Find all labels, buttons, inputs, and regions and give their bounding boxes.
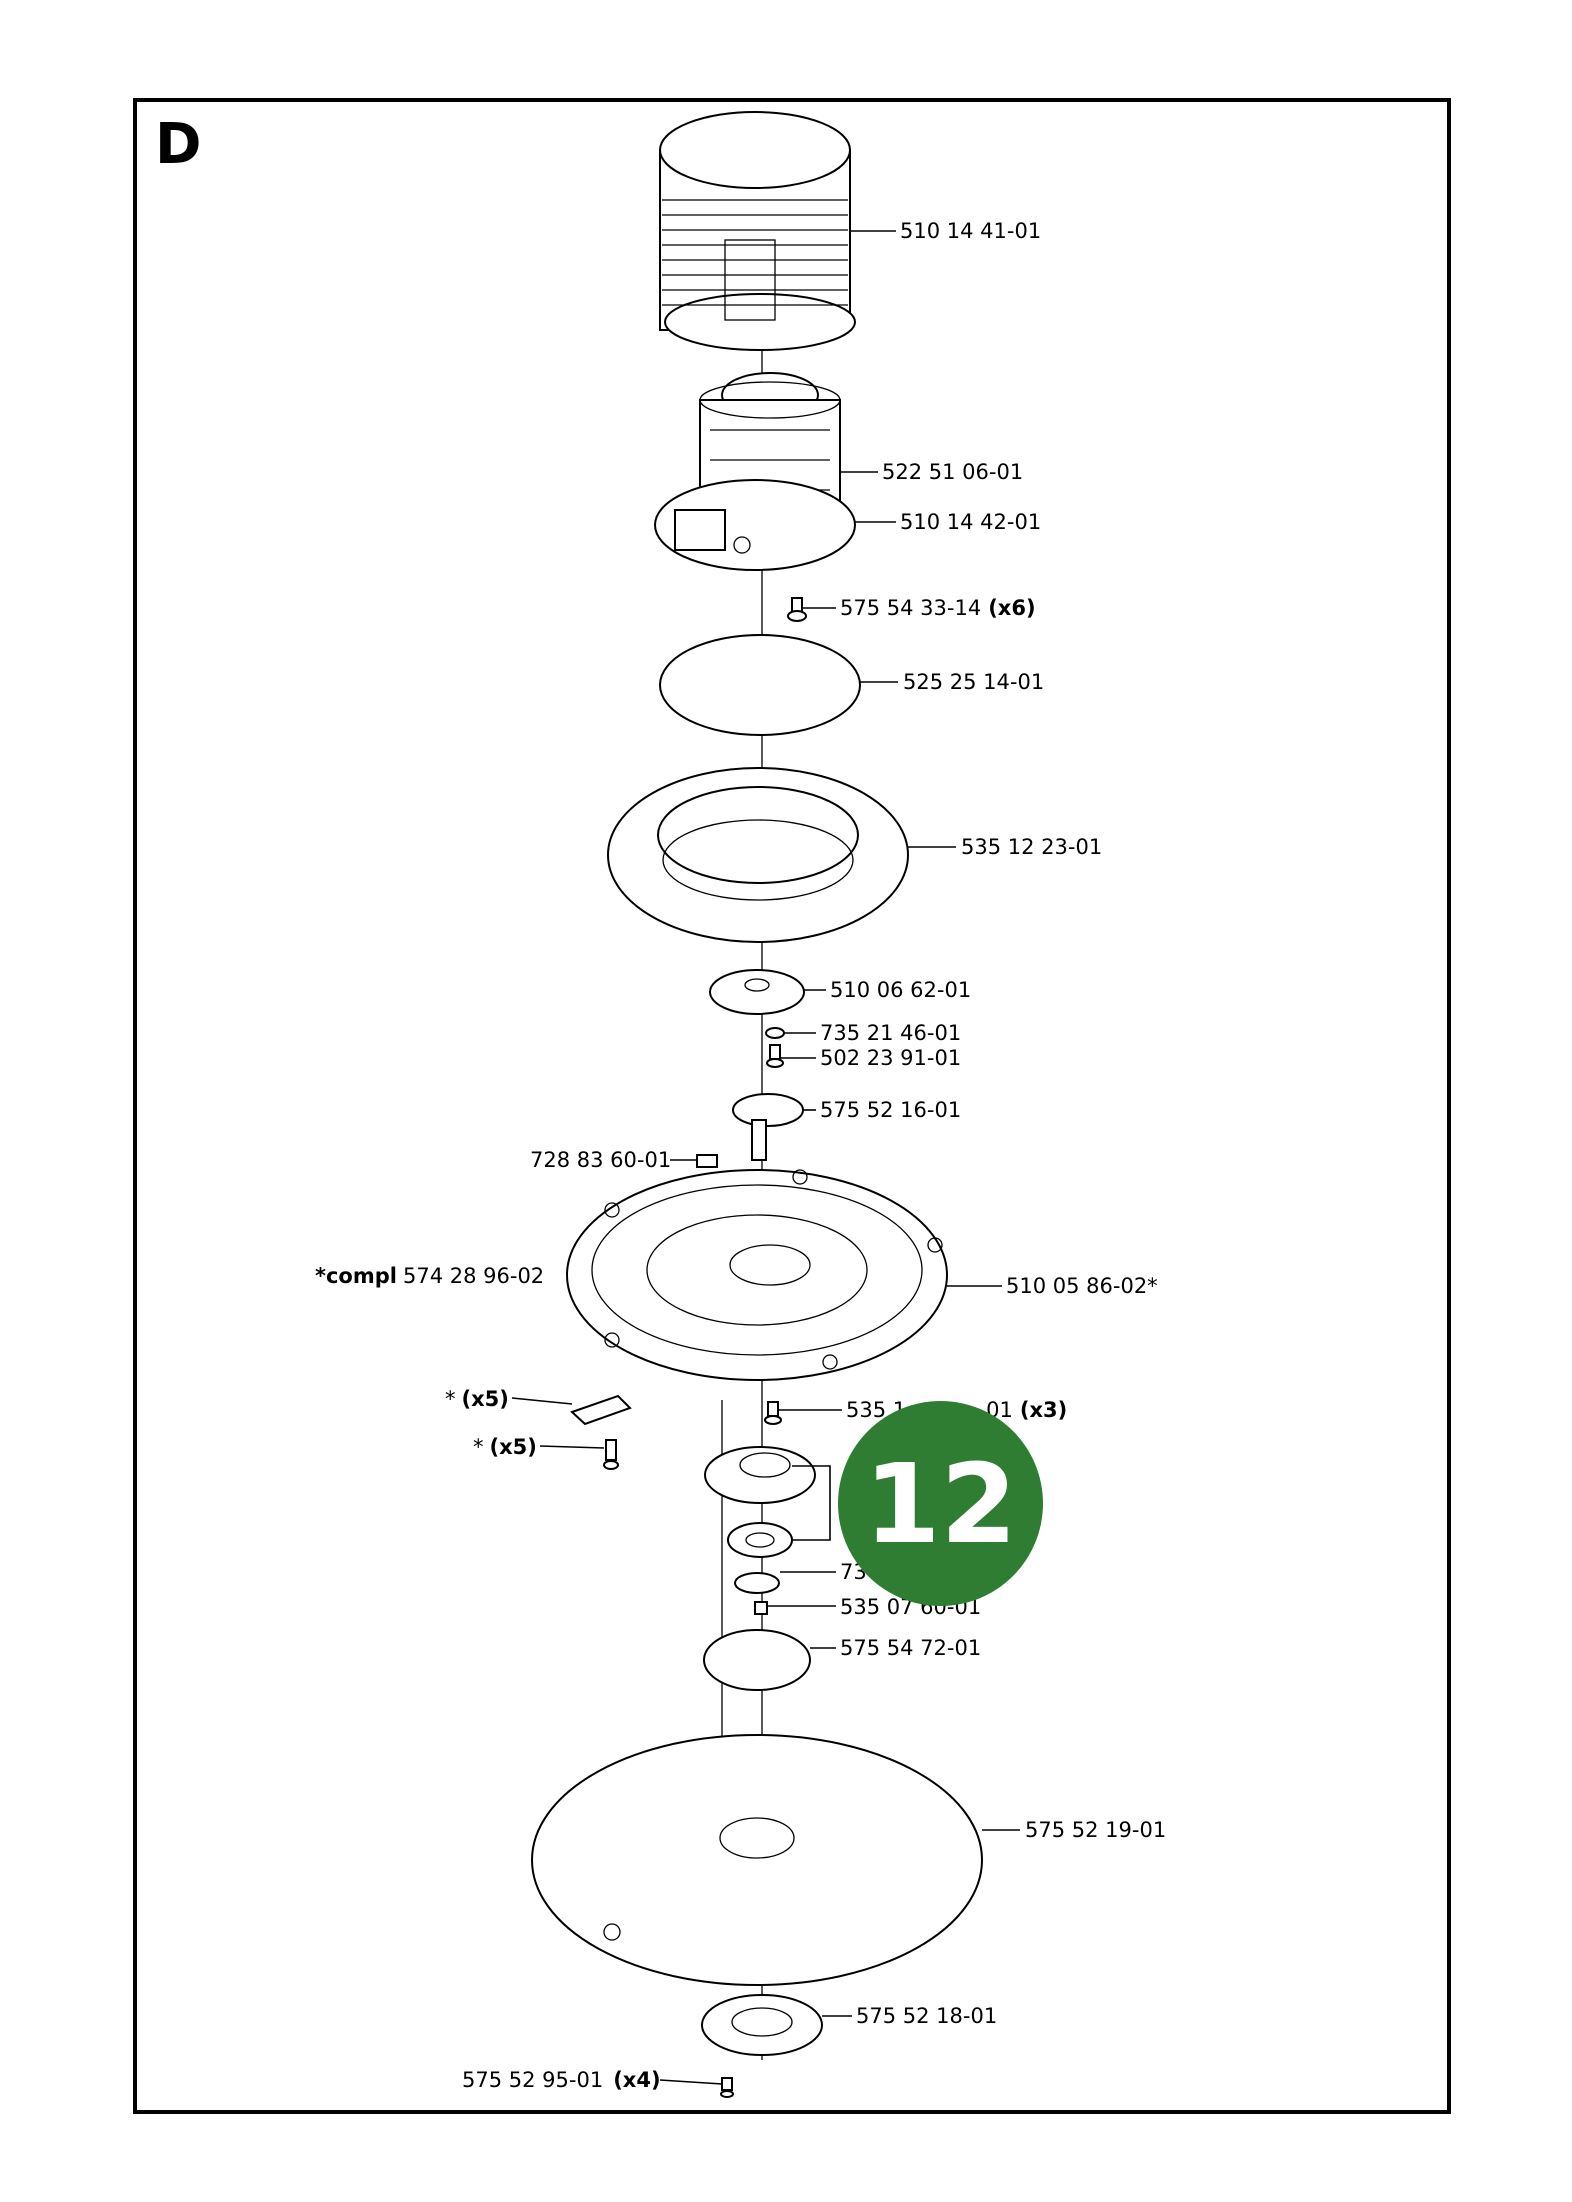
leader-lines <box>511 230 1020 2085</box>
part-spacer <box>734 1572 780 1594</box>
label-blade-screw-x5: *(x5) <box>473 1435 537 1459</box>
label-575-52-95-01: 575 52 95-01(x4) <box>462 2068 661 2092</box>
label-522-51-06-01: 522 51 06-01 <box>882 460 1023 484</box>
part-cover-cylinder <box>659 111 856 351</box>
page-number-badge: 12 <box>838 1401 1043 1606</box>
label-575-52-19-01: 575 52 19-01 <box>1025 1818 1166 1842</box>
part-screw-small <box>766 1044 784 1068</box>
part-base <box>701 1994 823 2056</box>
part-hub-housing <box>704 1446 816 1504</box>
part-nut <box>754 1601 768 1615</box>
label-blade-x5: *(x5) <box>445 1387 509 1411</box>
part-set-screw <box>696 1154 718 1168</box>
label-575-52-18-01: 575 52 18-01 <box>856 2004 997 2028</box>
label-728-83-60-01: 728 83 60-01 <box>530 1148 671 1172</box>
section-letter: D <box>155 112 202 177</box>
part-base-screw <box>720 2077 734 2098</box>
part-cover-disc <box>703 1629 811 1691</box>
label-510-14-42-01: 510 14 42-01 <box>900 510 1041 534</box>
part-skid-plate <box>531 1734 983 1986</box>
part-shaft-hub <box>732 1093 804 1161</box>
part-screw-x3 <box>764 1401 782 1425</box>
label-510-14-41-01: 510 14 41-01 <box>900 219 1041 243</box>
label-502-23-91-01: 502 23 91-01 <box>820 1046 961 1070</box>
part-washer <box>765 1027 785 1039</box>
part-seal-disc <box>659 634 861 736</box>
label-575-52-16-01: 575 52 16-01 <box>820 1098 961 1122</box>
label-535-12-23-01: 535 12 23-01 <box>961 835 1102 859</box>
bracket-leader <box>792 1465 831 1541</box>
label-510-05-86-02: 510 05 86-02* <box>1006 1274 1158 1298</box>
label-510-06-62-01: 510 06 62-01 <box>830 978 971 1002</box>
part-motor-plate <box>654 479 856 571</box>
part-screw-x6 <box>787 597 807 622</box>
part-ring <box>607 767 909 943</box>
part-bearing <box>727 1522 793 1558</box>
label-575-54-33-14: 575 54 33-14(x6) <box>840 596 1036 620</box>
diagram-frame <box>133 98 1451 2114</box>
part-blade-disc <box>566 1169 948 1381</box>
label-735-21-46-01: 735 21 46-01 <box>820 1021 961 1045</box>
label-575-54-72-01: 575 54 72-01 <box>840 1636 981 1660</box>
part-blade-screw <box>603 1439 619 1470</box>
part-blade <box>570 1394 632 1426</box>
part-hub-plate <box>709 969 805 1015</box>
label-525-25-14-01: 525 25 14-01 <box>903 670 1044 694</box>
